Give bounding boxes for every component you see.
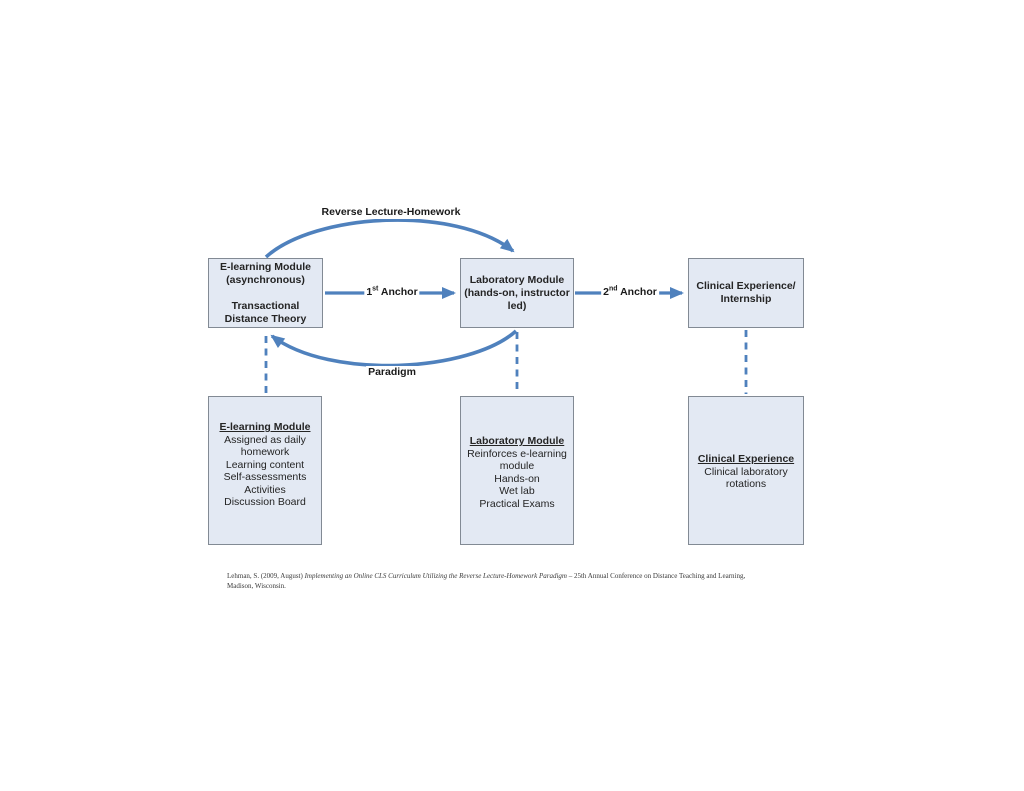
citation-author: Lehman, S. (2009, August) [227, 572, 305, 580]
laboratory-module-box: Laboratory Module (hands-on, instructor … [460, 258, 574, 328]
elearning-box-line: Distance Theory [224, 312, 307, 325]
elearning-module-box: E-learning Module (asynchronous) Transac… [208, 258, 323, 328]
clinical-box-line: Internship [720, 293, 772, 305]
citation: Lehman, S. (2009, August) Implementing a… [227, 572, 819, 591]
citation-location: Madison, Wisconsin. [227, 581, 286, 590]
laboratory-detail-line: Reinforces e-learning [467, 447, 567, 460]
laboratory-detail-box: Laboratory Module Reinforces e-learning … [460, 396, 574, 545]
first-anchor-number: 1 [366, 286, 373, 298]
second-anchor-text: Anchor [617, 286, 657, 298]
laboratory-box-line: led) [507, 299, 527, 312]
first-anchor-label: 1st Anchor [364, 285, 420, 299]
elearning-detail-box: E-learning Module Assigned as daily home… [208, 396, 322, 545]
clinical-detail-heading: Clinical Experience [697, 453, 795, 465]
elearning-detail-line: Assigned as daily [224, 433, 306, 446]
laboratory-detail-line: Hands-on [494, 472, 540, 485]
first-anchor-text: Anchor [378, 286, 418, 298]
elearning-detail-heading: E-learning Module [219, 421, 311, 433]
paradigm-label: Paradigm [366, 366, 418, 379]
laboratory-detail-heading: Laboratory Module [469, 435, 565, 447]
second-anchor-number: 2 [603, 286, 609, 298]
laboratory-box-line: (hands-on, instructor [464, 286, 570, 299]
clinical-box-line: Clinical Experience/ [696, 280, 796, 292]
citation-conference: – 25th Annual Conference on Distance Tea… [566, 572, 746, 580]
laboratory-box-line: Laboratory Module [469, 273, 565, 286]
clinical-experience-box: Clinical Experience/ Internship [688, 258, 804, 328]
reverse-lecture-homework-arrow [264, 218, 515, 259]
elearning-detail-line: homework [240, 446, 290, 458]
laboratory-detail-line: Practical Exams [479, 497, 555, 510]
clinical-detail-line: Clinical laboratory [704, 465, 788, 478]
citation-title: Implementing an Online CLS Curriculum Ut… [304, 572, 567, 580]
second-anchor-ordinal: nd [609, 285, 618, 293]
elearning-detail-line: Discussion Board [224, 496, 306, 508]
first-anchor-ordinal: st [372, 285, 379, 293]
laboratory-detail-line: Wet lab [499, 485, 535, 497]
paradigm-arrow [270, 329, 518, 368]
elearning-box-line: E-learning Module [219, 260, 311, 273]
reverse-lecture-homework-label: Reverse Lecture-Homework [319, 206, 463, 219]
second-anchor-label: 2nd Anchor [601, 286, 659, 299]
elearning-detail-line: Learning content [225, 458, 305, 471]
elearning-box-line: (asynchronous) [226, 273, 305, 286]
clinical-detail-line: rotations [725, 478, 767, 490]
elearning-detail-line: Self-assessments [223, 471, 307, 483]
elearning-detail-line: Activities [244, 483, 286, 496]
laboratory-detail-line: module [499, 460, 535, 472]
elearning-box-line [209, 287, 322, 300]
elearning-box-line: Transactional [231, 299, 300, 312]
clinical-detail-box: Clinical Experience Clinical laboratory … [688, 396, 804, 545]
